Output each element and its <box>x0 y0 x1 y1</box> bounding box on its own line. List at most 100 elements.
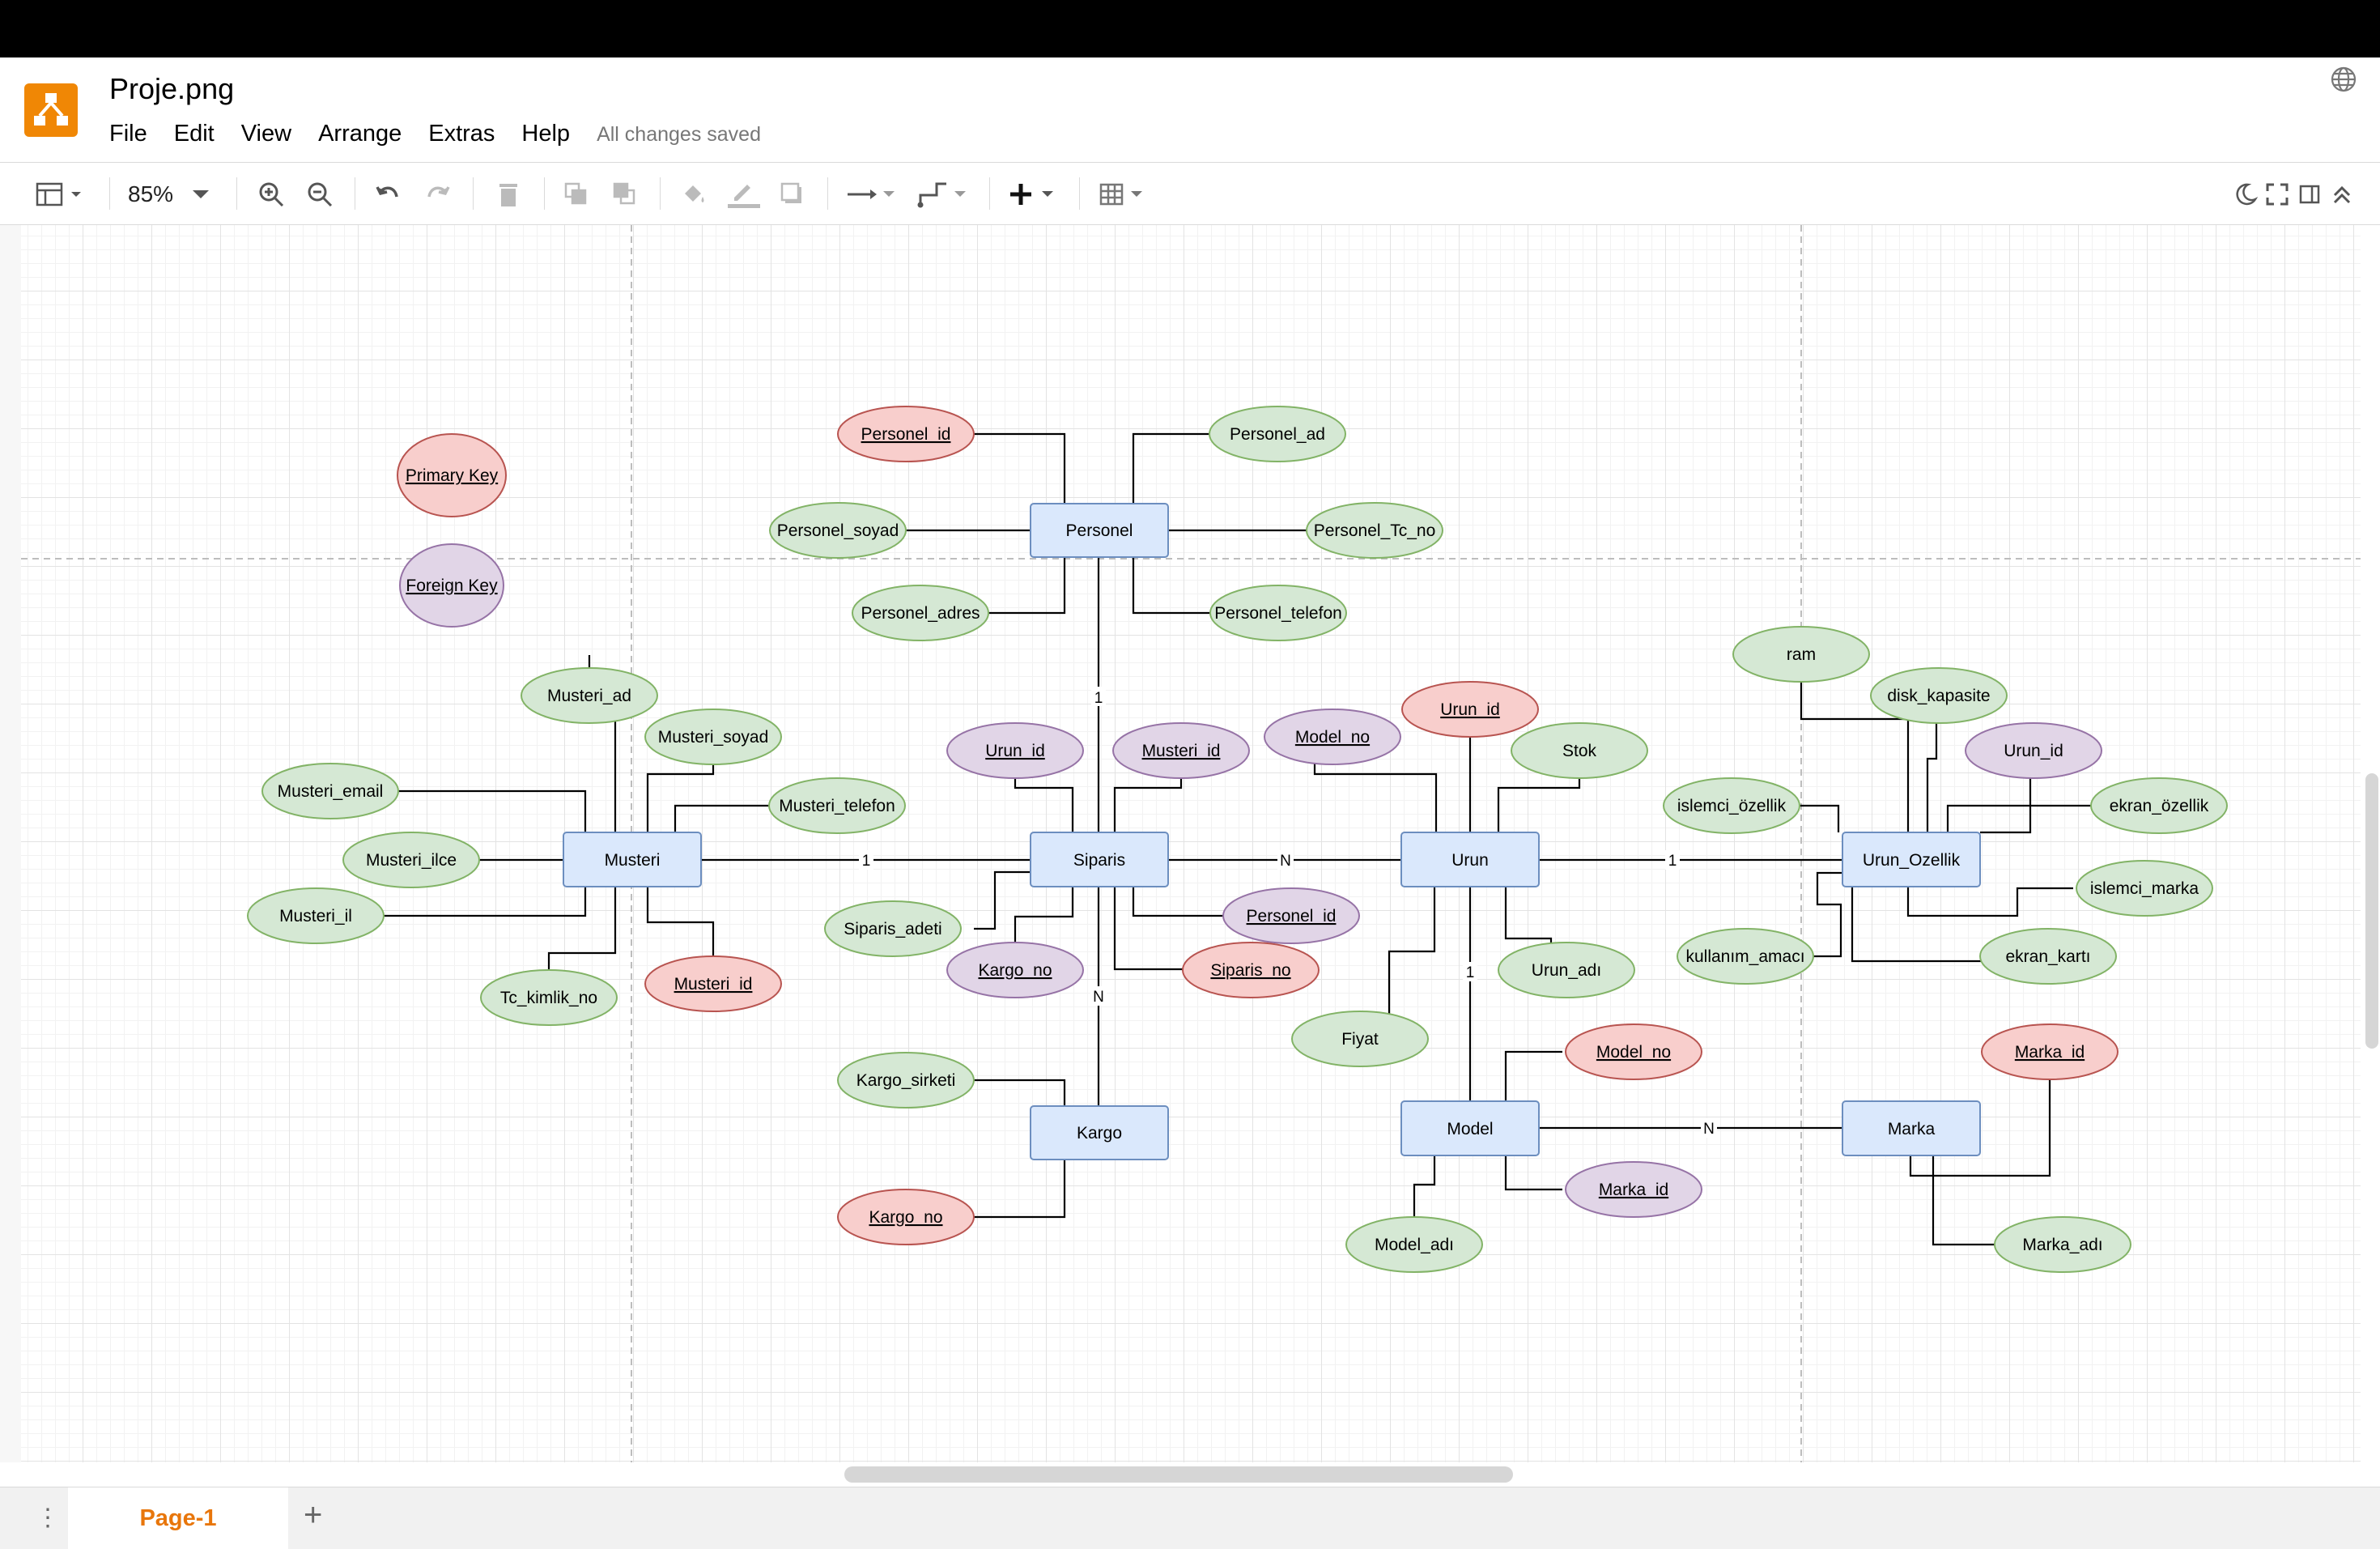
attr-urun-id[interactable]: Urun_id <box>1401 681 1539 738</box>
attr-model-no[interactable]: Model_no <box>1565 1023 1702 1080</box>
attr-musteri-email[interactable]: Musteri_email <box>261 763 399 819</box>
menu-file[interactable]: File <box>109 121 147 147</box>
svg-text:Musteri_ilce: Musteri_ilce <box>366 851 457 870</box>
format-toggle-icon[interactable] <box>2296 179 2323 210</box>
attr-siparis-adeti[interactable]: Siparis_adeti <box>824 900 962 957</box>
table-icon[interactable] <box>1099 179 1152 210</box>
legend-foreign-key[interactable]: Foreign Key <box>399 543 504 628</box>
attr-siparis-urun-id[interactable]: Urun_id <box>946 722 1084 779</box>
legend-primary-key[interactable]: Primary Key <box>397 433 507 517</box>
svg-text:Model: Model <box>1447 1120 1493 1138</box>
to-back-icon[interactable] <box>610 179 640 210</box>
window-top-bar <box>0 0 2380 57</box>
tab-page-1[interactable]: Page-1 <box>68 1487 288 1549</box>
attr-disk-kapasite[interactable]: disk_kapasite <box>1870 667 2008 724</box>
horizontal-scrollbar[interactable] <box>844 1466 1513 1483</box>
zoom-out-icon[interactable] <box>304 179 335 210</box>
attr-islemci-marka[interactable]: islemci_marka <box>2076 860 2213 917</box>
to-front-icon[interactable] <box>561 179 592 210</box>
menu-view[interactable]: View <box>240 121 292 147</box>
language-globe-icon[interactable] <box>2330 66 2357 97</box>
attr-musteri-id-pk[interactable]: Musteri_id <box>644 955 782 1012</box>
svg-text:Kargo_sirketi: Kargo_sirketi <box>856 1071 956 1090</box>
attr-siparis-kargo-no[interactable]: Kargo_no <box>946 942 1084 998</box>
menu-extras[interactable]: Extras <box>428 121 495 147</box>
svg-text:Personel_soyad: Personel_soyad <box>777 521 899 540</box>
attr-islemci-ozellik[interactable]: islemci_özellik <box>1663 777 1800 834</box>
redo-icon[interactable] <box>423 179 453 210</box>
entity-model[interactable]: Model <box>1400 1100 1540 1156</box>
entity-musteri[interactable]: Musteri <box>563 832 702 887</box>
attr-marka-id[interactable]: Marka_id <box>1981 1023 2119 1080</box>
undo-icon[interactable] <box>372 179 403 210</box>
svg-text:ekran_kartı: ekran_kartı <box>2005 947 2090 966</box>
attr-urun-model-no[interactable]: Model_no <box>1264 709 1401 765</box>
entity-urun-ozellik[interactable]: Urun_Ozellik <box>1842 832 1981 887</box>
cardinality-urun-ozellik: 1 <box>1668 853 1677 870</box>
left-splitter[interactable] <box>0 225 22 1462</box>
diagram-canvas[interactable]: 1 1 N 1 N 1 N Personel Musteri <box>21 225 2361 1462</box>
zoom-dropdown[interactable]: 85% <box>128 179 221 210</box>
attr-musteri-soyad[interactable]: Musteri_soyad <box>644 709 782 765</box>
svg-text:islemci_özellik: islemci_özellik <box>1677 797 1787 815</box>
svg-text:Musteri: Musteri <box>605 851 661 870</box>
attr-personel-tc-no[interactable]: Personel_Tc_no <box>1306 502 1443 559</box>
entity-urun[interactable]: Urun <box>1400 832 1540 887</box>
cardinality-model-marka: N <box>1703 1121 1715 1138</box>
attr-musteri-ilce[interactable]: Musteri_ilce <box>342 832 480 888</box>
line-color-icon[interactable] <box>727 179 761 210</box>
page-tabs-bar: ⋮ Page-1 + <box>0 1487 2380 1549</box>
attr-siparis-no[interactable]: Siparis_no <box>1182 942 1320 998</box>
entity-siparis[interactable]: Siparis <box>1030 832 1169 887</box>
vertical-scrollbar[interactable] <box>2365 773 2378 1049</box>
attr-ram[interactable]: ram <box>1732 626 1870 683</box>
attr-personel-id[interactable]: Personel_id <box>837 406 975 462</box>
entity-kargo[interactable]: Kargo <box>1030 1105 1169 1160</box>
attr-personel-adres[interactable]: Personel_adres <box>852 585 989 641</box>
attr-ekran-ozellik[interactable]: ekran_özellik <box>2090 777 2228 834</box>
connection-icon[interactable] <box>846 179 899 210</box>
attr-siparis-personel-id[interactable]: Personel_id <box>1222 887 1360 944</box>
menu-arrange[interactable]: Arrange <box>318 121 402 147</box>
svg-text:Kargo_no: Kargo_no <box>869 1208 942 1227</box>
shadow-icon[interactable] <box>777 179 808 210</box>
fill-color-icon[interactable] <box>678 179 709 210</box>
attr-stok[interactable]: Stok <box>1511 722 1648 779</box>
entity-marka[interactable]: Marka <box>1842 1100 1981 1156</box>
attr-model-marka-id[interactable]: Marka_id <box>1565 1161 1702 1218</box>
attr-marka-adi[interactable]: Marka_adı <box>1994 1216 2131 1273</box>
entity-personel[interactable]: Personel <box>1030 503 1169 558</box>
attr-ozellik-urun-id[interactable]: Urun_id <box>1965 722 2102 779</box>
svg-text:Model_no: Model_no <box>1295 728 1370 747</box>
attr-musteri-ad[interactable]: Musteri_ad <box>521 667 658 724</box>
attr-tc-kimlik-no[interactable]: Tc_kimlik_no <box>480 969 618 1026</box>
collapse-icon[interactable] <box>2328 179 2356 210</box>
delete-icon[interactable] <box>493 179 524 210</box>
attr-kargo-sirketi[interactable]: Kargo_sirketi <box>837 1052 975 1109</box>
drawio-logo-icon[interactable] <box>24 83 78 137</box>
fullscreen-icon[interactable] <box>2263 179 2291 210</box>
pages-menu-icon[interactable]: ⋮ <box>36 1504 60 1531</box>
attr-personel-soyad[interactable]: Personel_soyad <box>769 502 907 559</box>
attr-ekran-karti[interactable]: ekran_kartı <box>1979 928 2117 985</box>
attr-kargo-no[interactable]: Kargo_no <box>837 1189 975 1245</box>
format-panel-icon[interactable] <box>34 179 91 210</box>
svg-text:Urun_id: Urun_id <box>2004 742 2063 760</box>
dark-mode-icon[interactable] <box>2232 179 2259 210</box>
attr-musteri-telefon[interactable]: Musteri_telefon <box>768 777 906 834</box>
document-title[interactable]: Proje.png <box>109 72 235 105</box>
attr-kullanim-amaci[interactable]: kullanım_amacı <box>1677 928 1814 985</box>
menu-edit[interactable]: Edit <box>173 121 215 147</box>
menu-help[interactable]: Help <box>521 121 571 147</box>
attr-fiyat[interactable]: Fiyat <box>1291 1011 1429 1067</box>
insert-icon[interactable] <box>1008 179 1061 210</box>
add-page-icon[interactable]: + <box>304 1497 323 1533</box>
attr-model-adi[interactable]: Model_adı <box>1345 1216 1483 1273</box>
attr-personel-ad[interactable]: Personel_ad <box>1209 406 1346 462</box>
attr-personel-telefon[interactable]: Personel_telefon <box>1209 585 1347 641</box>
zoom-in-icon[interactable] <box>256 179 287 210</box>
attr-siparis-musteri-id[interactable]: Musteri_id <box>1112 722 1250 779</box>
waypoints-icon[interactable] <box>917 179 971 210</box>
attr-musteri-il[interactable]: Musteri_il <box>247 887 385 944</box>
attr-urun-adi[interactable]: Urun_adı <box>1498 942 1635 998</box>
